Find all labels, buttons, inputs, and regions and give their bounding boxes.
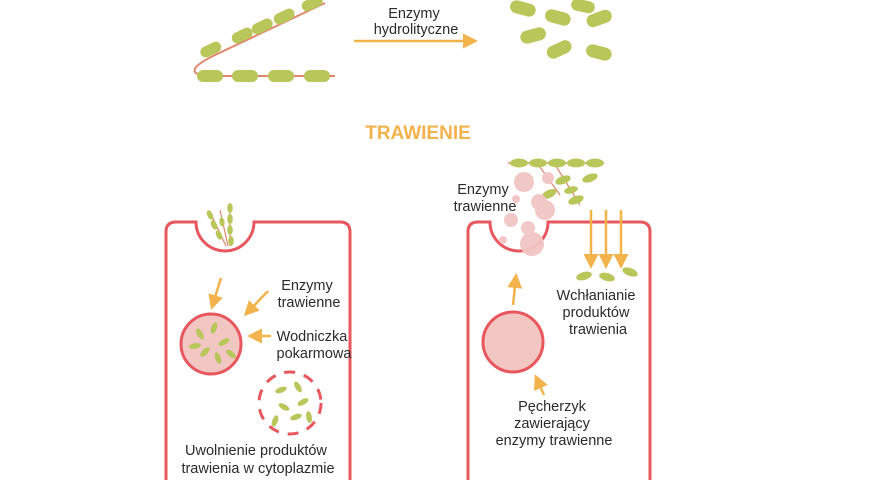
monomer-particles: [510, 0, 612, 61]
vesicle-pointer-arrow: [534, 374, 548, 396]
enzymes-arrow-left: [243, 290, 269, 317]
enzyme-vesicle: [481, 310, 545, 374]
left-cell-membrane: [164, 220, 352, 480]
vesicle-exocytosis-arrow: [507, 273, 523, 306]
right-enzymes-label: Enzymy trawienne: [454, 182, 517, 215]
secreted-enzymes: [499, 172, 555, 256]
vacuole-label: Wodniczka pokarmowa: [277, 329, 353, 362]
polymer-chain: [193, 0, 335, 82]
food-particles-entering: [206, 203, 234, 247]
section-title: TRAWIENIE: [365, 123, 471, 144]
hydrolytic-enzymes-label: Enzymy hydrolityczne: [374, 6, 459, 38]
release-label: Uwolnienie produktów trawienia w cytopla…: [181, 443, 334, 477]
external-food-chain: [508, 158, 604, 206]
left-enzymes-label: Enzymy trawienne: [278, 278, 341, 311]
right-cell-membrane: [466, 220, 652, 480]
food-vacuole: [179, 312, 243, 376]
absorption-label: Wchłanianie produktów trawienia: [556, 288, 639, 338]
vacuole-arrow: [208, 277, 223, 310]
ruptured-vacuole: [257, 370, 323, 436]
vesicle-label: Pęcherzyk zawierający enzymy trawienne: [496, 399, 613, 449]
absorbed-products: [576, 267, 638, 282]
